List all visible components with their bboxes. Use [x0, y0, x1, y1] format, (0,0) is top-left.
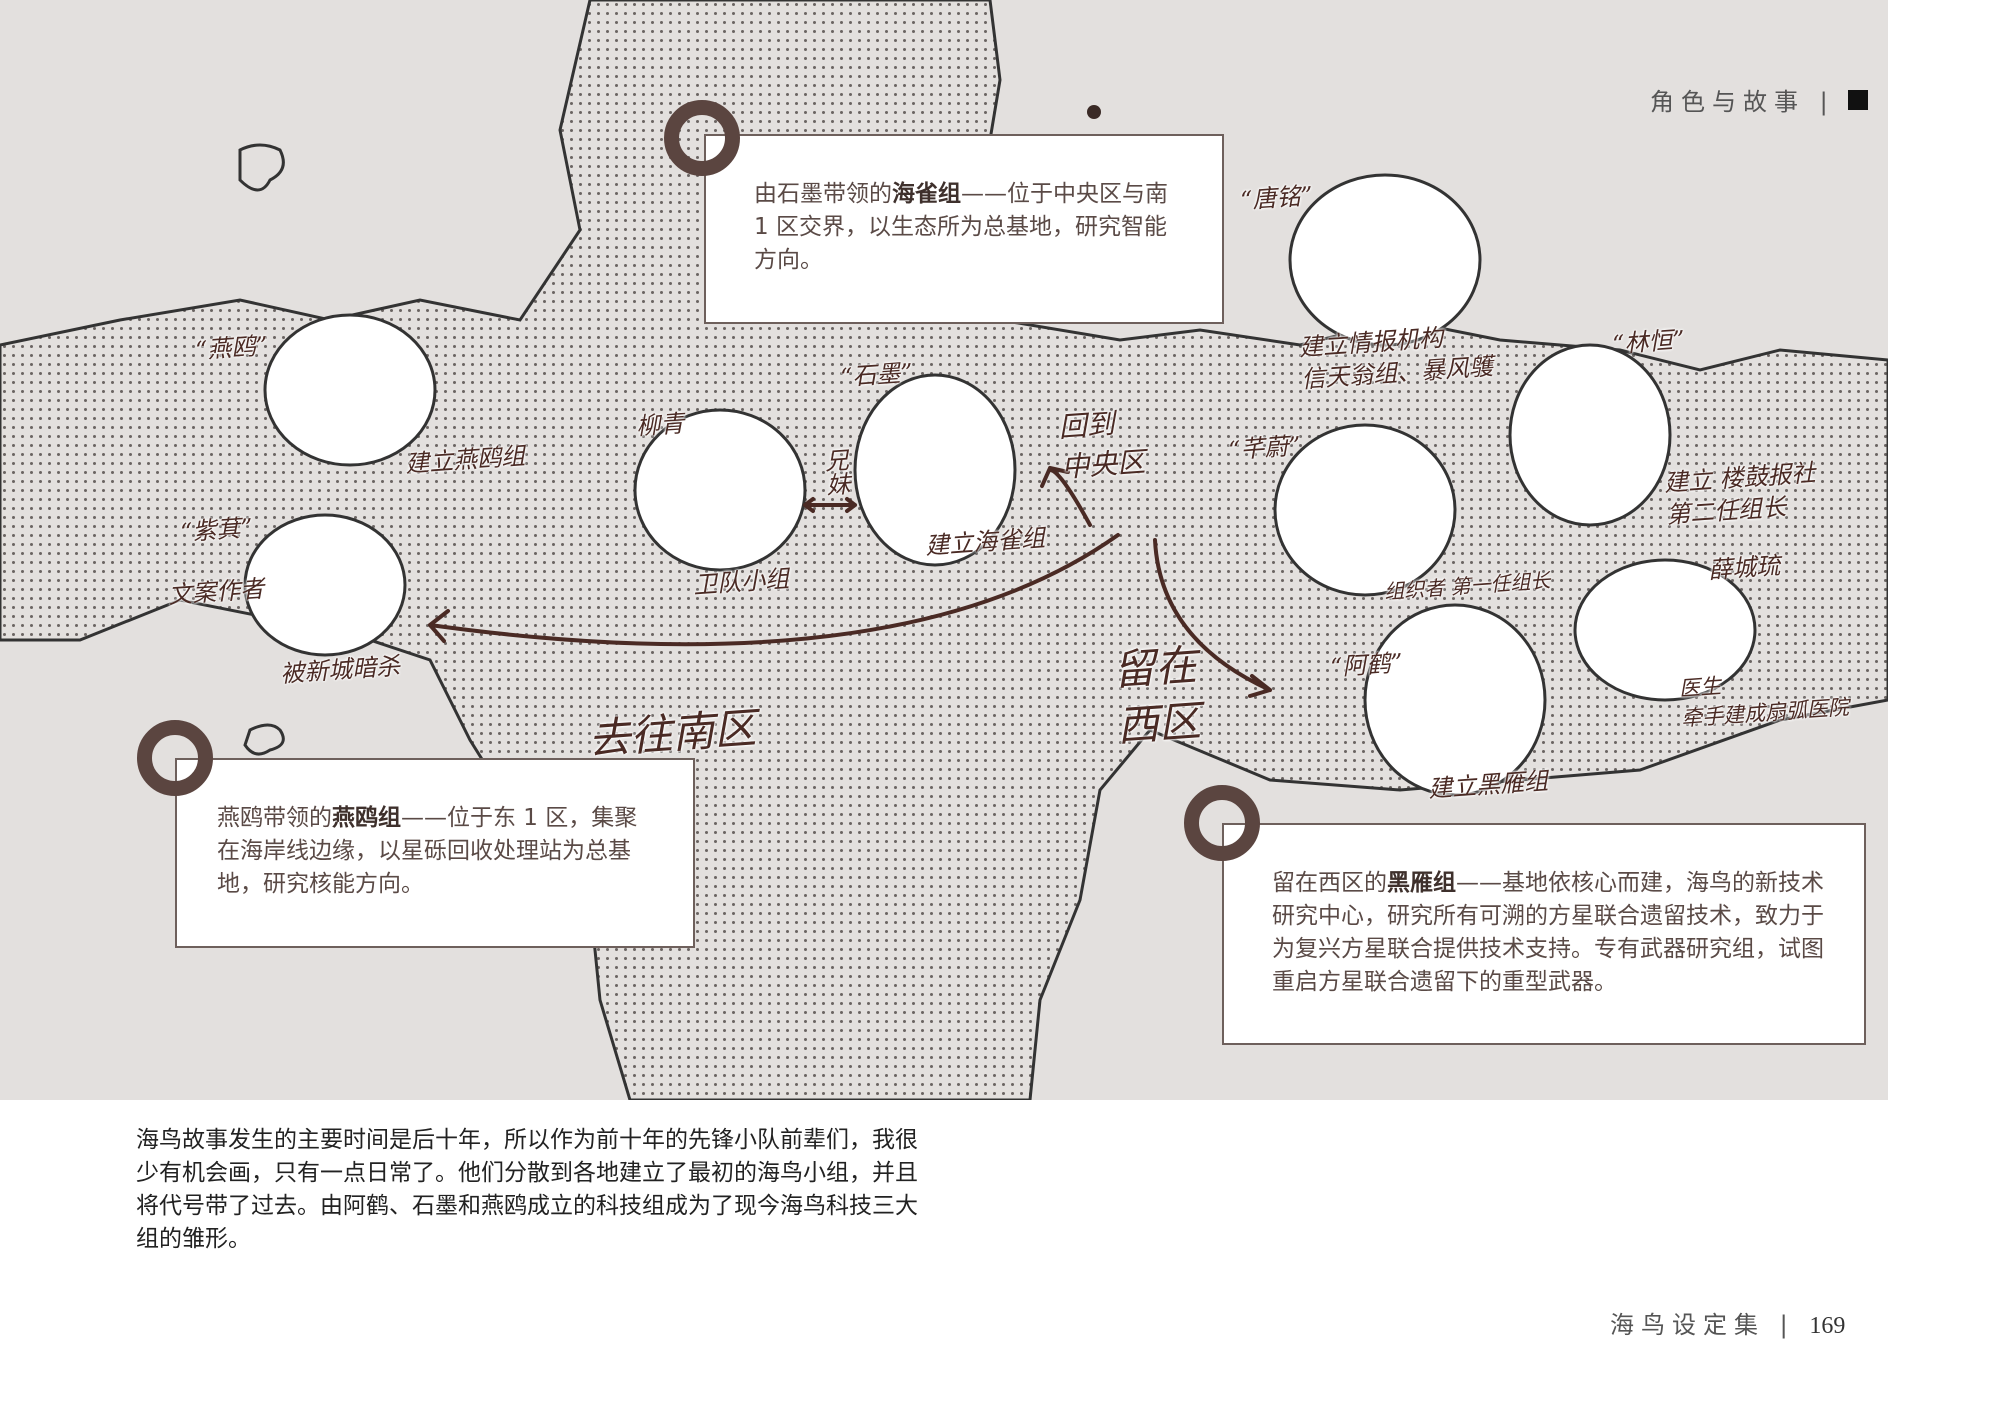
group-name: 燕鸥组 — [332, 805, 401, 831]
head-yanou — [263, 313, 437, 467]
head-qianwei — [1273, 423, 1457, 597]
info-box-yanou: 燕鸥带领的燕鸥组——位于东 1 区，集聚在海岸线边缘，以星砾回收处理站为总基地，… — [175, 758, 695, 948]
label-shimo-name: “石墨” — [839, 358, 914, 392]
ring-marker — [664, 100, 740, 176]
label-ahe-name: “阿鹤” — [1329, 648, 1404, 682]
label-linheng-name: “林恒” — [1611, 325, 1686, 359]
head-tangming — [1288, 173, 1482, 347]
character-heads — [243, 173, 1757, 797]
page-number: 169 — [1809, 1313, 1846, 1339]
ring-marker — [1184, 785, 1260, 861]
label-siblings: 兄妹 — [819, 447, 851, 497]
label-liuqing-name: 柳青 — [635, 409, 686, 441]
label-qianwei-name: “芊蔚” — [1227, 431, 1302, 465]
section-header: 角色与故事 | — [1650, 82, 1835, 117]
arrow-go-south — [428, 533, 1120, 647]
info-box-heiyan: 留在西区的黑雁组——基地依核心而建，海鸟的新技术研究中心，研究所有可溯的方星联合… — [1222, 823, 1866, 1045]
group-name: 黑雁组 — [1387, 870, 1456, 896]
label-return-center: 回到 中央区 — [1057, 407, 1147, 484]
text: 由石墨带领的 — [754, 181, 892, 207]
head-xue — [1573, 558, 1757, 702]
arrow-return-center — [1040, 466, 1092, 527]
separator: | — [1819, 88, 1835, 116]
info-box-haique: 由石墨带领的海雀组——位于中央区与南 1 区交界，以生态所为总基地，研究智能方向… — [704, 134, 1224, 324]
text: ——基地依核心而建，海鸟的新技术研究中心，研究所有可溯的方星联合遗留技术，致力于… — [1272, 870, 1824, 995]
label-xue-note: 医生 牵手建成扇弧医院 — [1678, 673, 1850, 731]
head-ahe — [1363, 603, 1547, 797]
text: ——位于东 1 区，集聚在海岸线边缘，以星砾回收处理站为总基地，研究核能方向。 — [217, 805, 638, 897]
separator: | — [1779, 1311, 1795, 1339]
text: 燕鸥带领的 — [217, 805, 332, 831]
label-go-south: 去往南区 — [586, 703, 758, 764]
label-tangming-name: “唐铭” — [1239, 181, 1314, 215]
head-linheng — [1508, 343, 1672, 527]
head-liuqing — [633, 408, 807, 572]
text: ——位于中央区与南 1 区交界，以生态所为总基地，研究智能方向。 — [754, 181, 1168, 273]
label-ziqi-name: “紫萁” — [179, 513, 254, 547]
header-square-mark — [1848, 90, 1868, 110]
arrow-siblings — [803, 497, 857, 513]
book-title: 海鸟设定集 — [1610, 1311, 1765, 1339]
label-tangming-note: 建立情报机构 信天翁组、暴风鹱 — [1298, 323, 1494, 394]
label-stay-west: 留在 西区 — [1111, 640, 1203, 751]
label-xue-name: 薛城琉 — [1707, 551, 1782, 585]
head-ziqi — [243, 513, 407, 657]
arrow-stay-west — [1153, 538, 1272, 698]
label-ziqi-role: 文案作者 — [167, 574, 266, 610]
head-shimo — [853, 373, 1017, 567]
ink-dot — [1087, 105, 1101, 119]
group-name: 海雀组 — [892, 181, 961, 207]
label-liuqing-note: 卫队小组 — [692, 564, 791, 600]
label-linheng-note: 建立 楼鼓报社 第二任组长 — [1663, 458, 1817, 530]
island — [238, 143, 285, 192]
page-footer: 海鸟设定集 | 169 — [1610, 1305, 1845, 1340]
label-yanou-name: “燕鸥” — [194, 331, 269, 365]
section-title: 角色与故事 — [1650, 88, 1805, 116]
island — [243, 723, 285, 756]
ring-marker — [137, 720, 213, 796]
text: 留在西区的 — [1272, 870, 1387, 896]
body-paragraph: 海鸟故事发生的主要时间是后十年，所以作为前十年的先锋小队前辈们，我很少有机会画，… — [136, 1127, 918, 1252]
